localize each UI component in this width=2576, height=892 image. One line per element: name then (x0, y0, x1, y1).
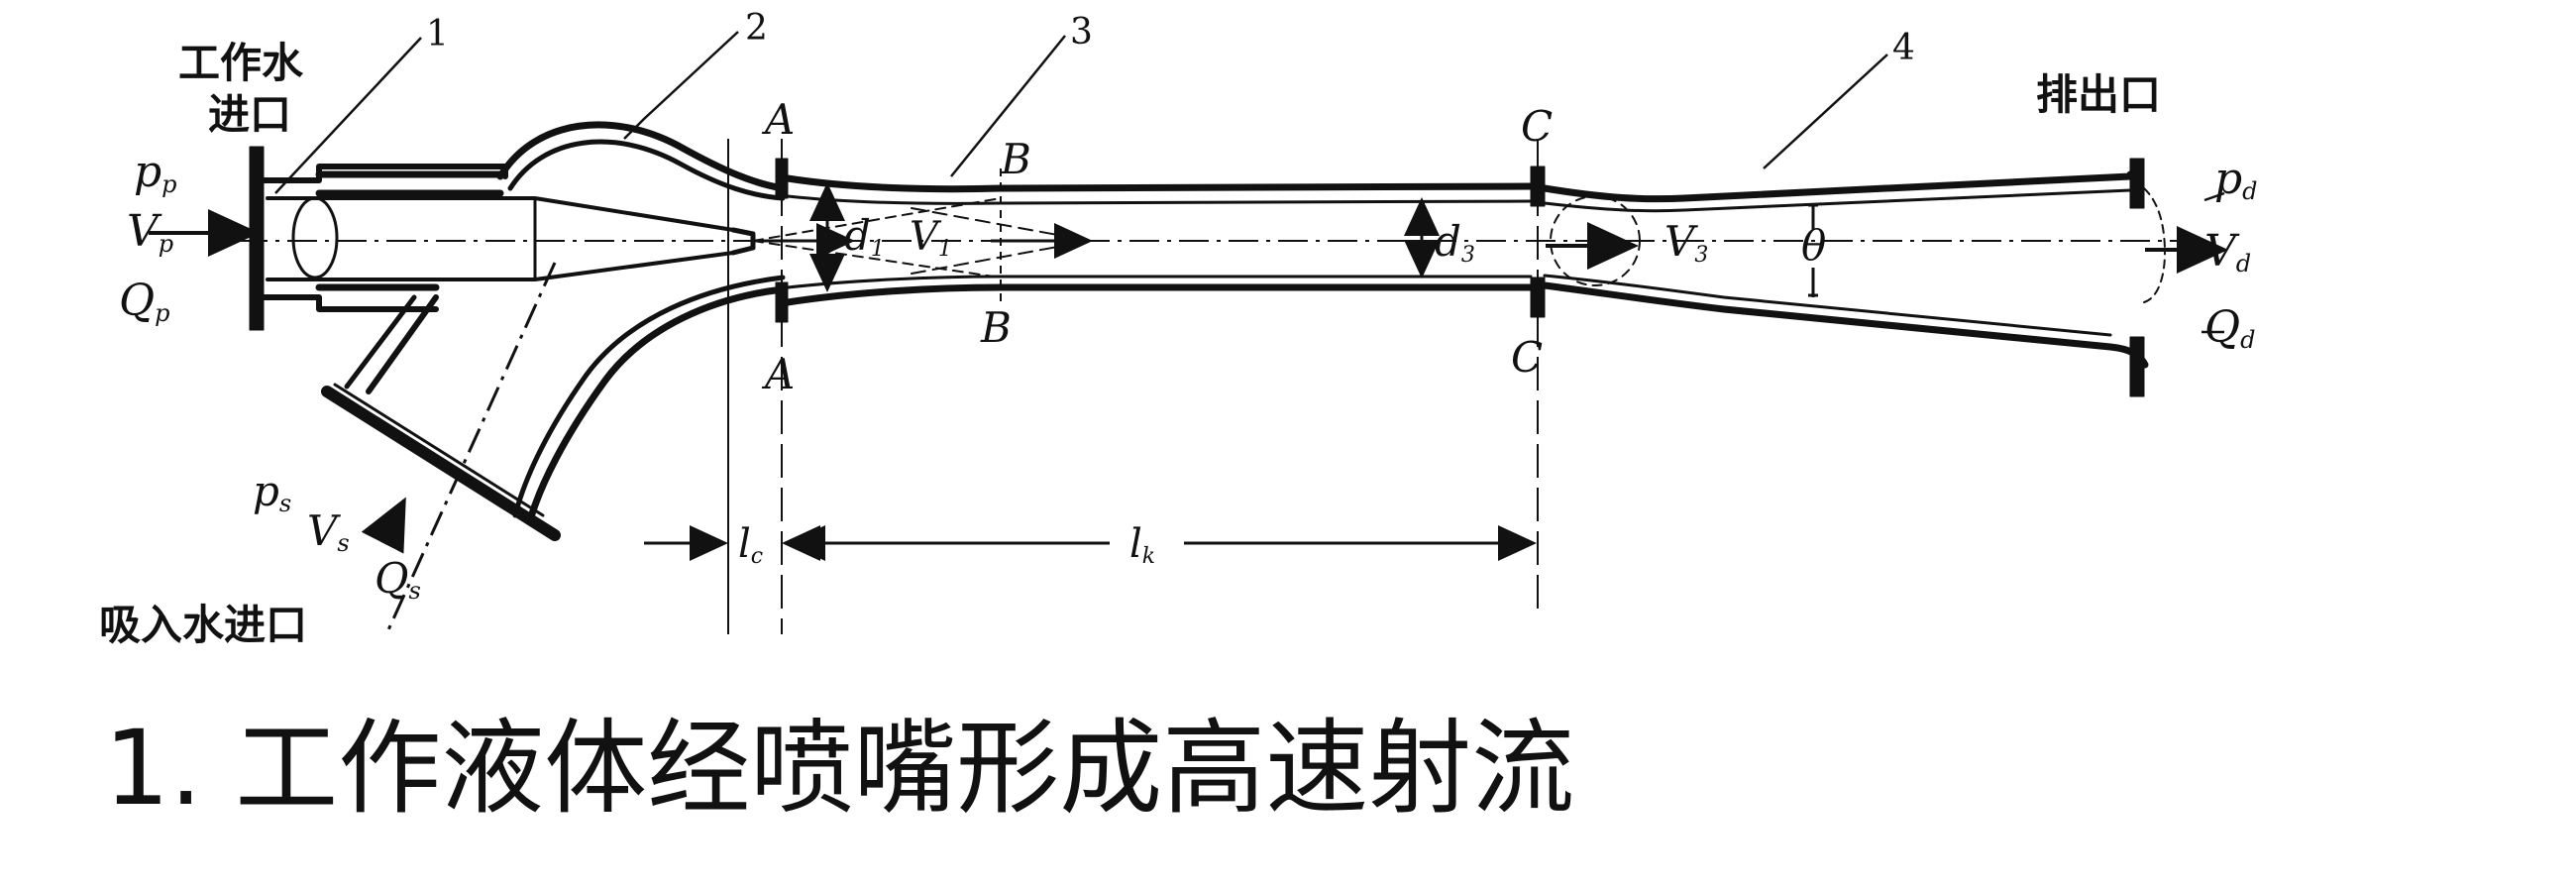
dimensions (644, 139, 1818, 634)
suction-flow-label: Qs (375, 554, 421, 605)
nozzle-diameter-label: d1 (844, 211, 885, 262)
work-flow-label: Qp (119, 276, 169, 327)
inlet-suction-label: 吸入水进口 (99, 601, 307, 649)
callout-4: 4 (1892, 28, 1915, 68)
centerline (149, 209, 2228, 635)
section-c-bottom: C (1511, 333, 1543, 382)
outlet-label: 排出口 (2036, 70, 2161, 119)
outlet-flange-bottom (2129, 336, 2145, 397)
callout-2: 2 (745, 8, 768, 49)
inlet-work-label-line1: 工作水 (178, 39, 304, 87)
discharge-velocity-label: Vd (2204, 226, 2251, 278)
diffuser-angle-label: θ (1801, 221, 1826, 270)
callout-leaders (274, 31, 2225, 334)
length-c-label: lc (738, 521, 763, 569)
work-velocity-label: Vp (127, 206, 173, 258)
section-b-bottom: B (980, 303, 1012, 352)
suction-velocity-label: Vs (307, 506, 350, 557)
discharge-flow-label: Qd (2204, 302, 2255, 354)
outlet-flange-top (2129, 158, 2145, 209)
suction-flow-arrow (361, 497, 406, 554)
section-b-top: B (1000, 135, 1031, 183)
inlet-work-label-line2: 进口 (208, 90, 291, 139)
section-a-top: A (761, 95, 795, 144)
work-pressure-label: pp (134, 147, 177, 198)
caption: 1. 工作液体经喷嘴形成高速射流 (104, 708, 1575, 829)
section-c-top: C (1521, 102, 1553, 151)
mix-velocity-label: V3 (1664, 217, 1708, 268)
length-k-label: lk (1129, 521, 1155, 569)
inlet-flange (249, 146, 265, 331)
pump-body (249, 121, 2166, 541)
callout-1: 1 (426, 14, 449, 55)
callout-3: 3 (1070, 12, 1093, 53)
diffuser (1541, 170, 2149, 369)
section-a-bottom: A (761, 350, 795, 398)
discharge-pressure-label: pd (2214, 154, 2258, 205)
suction-chamber (321, 121, 787, 541)
throat-velocity-label: V1 (910, 214, 952, 262)
jet-pump-diagram: 1 2 3 4 工作水 进口 吸入水进口 排出口 A A B B C C pp … (99, 8, 2258, 649)
throat-diameter-label: d3 (1435, 217, 1475, 268)
suction-pressure-label: ps (253, 467, 291, 517)
